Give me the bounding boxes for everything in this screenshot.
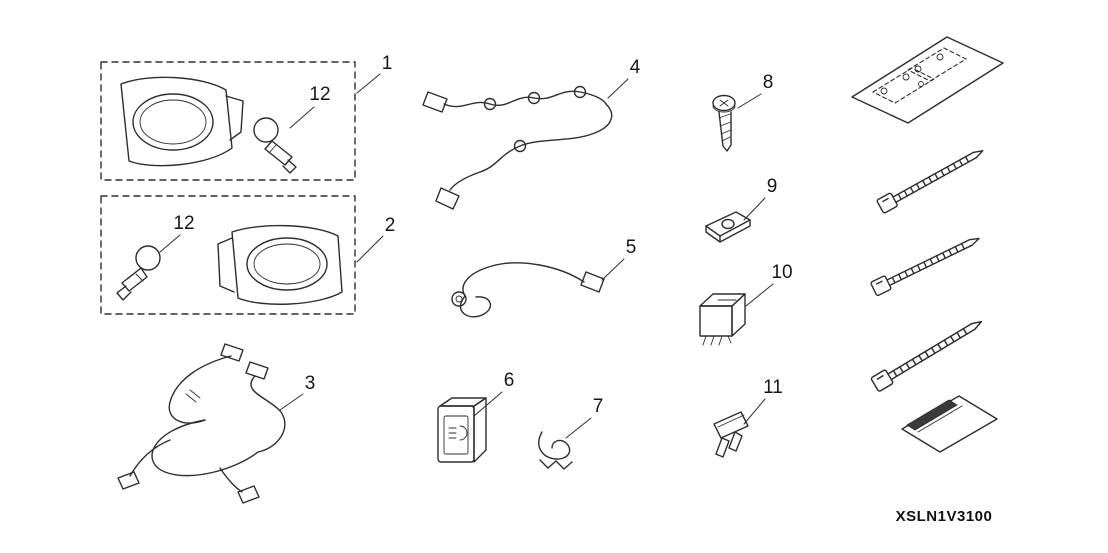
instruction-card: [901, 395, 998, 453]
callout-4: 4: [630, 57, 641, 78]
callout-2: 2: [385, 215, 396, 236]
callout-5: 5: [626, 237, 637, 258]
fog-light-assembly-1: [120, 76, 244, 167]
part-code: XSLN1V3100: [896, 508, 993, 525]
callout-1: 1: [382, 53, 393, 74]
screw-8: [712, 94, 736, 152]
ground-wire-5: [451, 262, 605, 318]
spring-nut-9: [705, 211, 751, 243]
wire-harness-3: [117, 343, 286, 504]
callout-7: 7: [593, 396, 604, 417]
callout-12-top: 12: [309, 84, 330, 105]
callout-11: 11: [763, 377, 783, 398]
callout-12-bottom: 12: [173, 213, 194, 234]
drill-template-sheet: [851, 36, 1004, 124]
fog-light-switch-6: [437, 397, 487, 463]
fog-light-assembly-2: [217, 224, 343, 305]
wire-tie-1: [875, 142, 987, 215]
relay-10: [699, 293, 746, 346]
callout-3: 3: [305, 373, 316, 394]
fuse-11: [713, 411, 749, 458]
callout-9: 9: [767, 176, 778, 197]
wire-tie-2: [869, 230, 983, 297]
fog-light-bulb-top: [253, 117, 297, 174]
kit-box-2-outline: [100, 195, 356, 315]
fog-light-bulb-bottom: [116, 245, 161, 301]
callout-6: 6: [504, 370, 515, 391]
callout-10: 10: [771, 262, 792, 283]
kit-box-1-outline: [100, 61, 356, 181]
callout-8: 8: [763, 72, 774, 93]
wire-tie-3: [869, 313, 986, 393]
wire-harness-4: [422, 85, 613, 210]
leader-lines: [159, 73, 774, 439]
harness-clip-7: [538, 431, 573, 470]
